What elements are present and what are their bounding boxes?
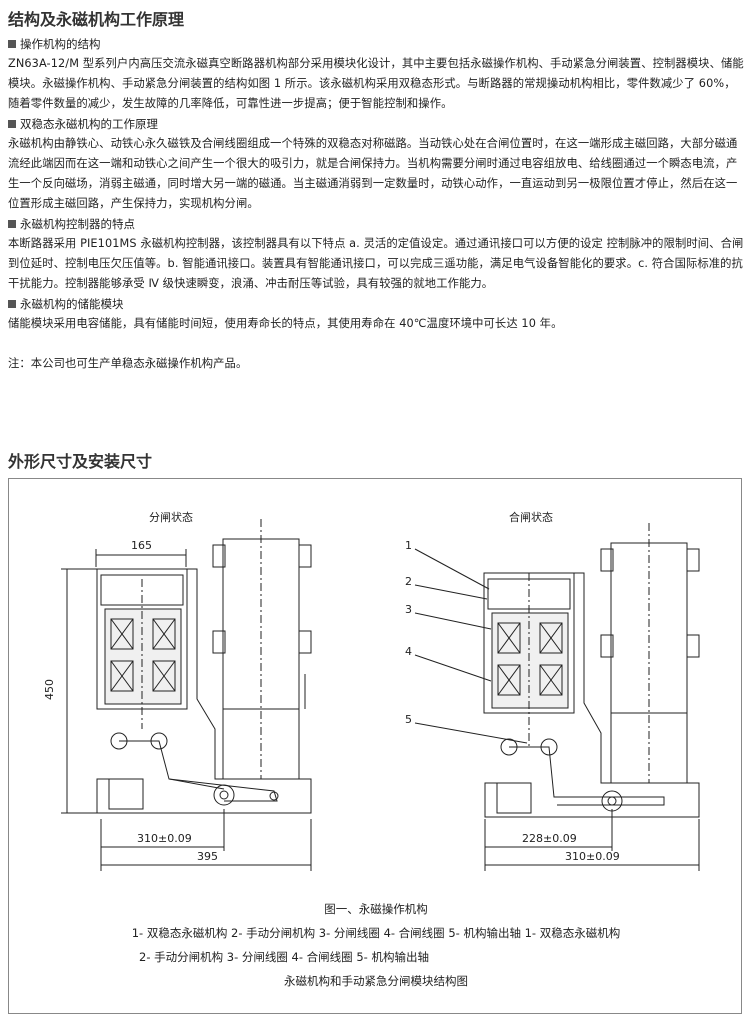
dim-165: 165 — [131, 539, 152, 552]
paragraph-structure: ZN63A-12/M 型系列户内高压交流永磁真空断路器机构部分采用模块化设计，其… — [8, 57, 744, 110]
callout-5: 5 — [405, 713, 412, 726]
dim-310-left: 310±0.09 — [137, 832, 192, 845]
closed-state-title: 合闸状态 — [509, 511, 553, 524]
subheading-principle: 双稳态永磁机构的工作原理 — [8, 114, 744, 134]
dim-310-right: 310±0.09 — [565, 850, 620, 863]
dimension-figure: 分闸状态 合闸状态 165 450 310±0.09 395 228±0.09 … — [8, 478, 742, 1014]
figure-caption-line1: 1- 双稳态永磁机构 2- 手动分闸机构 3- 分闸线圈 4- 合闸线圈 5- … — [131, 926, 621, 940]
figure-caption-title: 图一、永磁操作机构 — [324, 902, 428, 916]
square-bullet-icon — [8, 300, 16, 308]
callout-1: 1 — [405, 539, 412, 552]
callout-3: 3 — [405, 603, 412, 616]
dim-395: 395 — [197, 850, 218, 863]
square-bullet-icon — [8, 40, 16, 48]
paragraph-controller: 本断路器采用 PIE101MS 永磁机构控制器，该控制器具有以下特点 a. 灵活… — [8, 237, 744, 290]
section-title-structure: 结构及永磁机构工作原理 — [8, 10, 185, 29]
figure-caption-line2: 2- 手动分闸机构 3- 分闸线圈 4- 合闸线圈 5- 机构输出轴 — [139, 950, 429, 964]
note: 注：本公司也可生产单稳态永磁操作机构产品。 — [8, 357, 248, 370]
section-body: 操作机构的结构 ZN63A-12/M 型系列户内高压交流永磁真空断路器机构部分采… — [8, 34, 744, 374]
square-bullet-icon — [8, 120, 16, 128]
section-title-dimensions: 外形尺寸及安装尺寸 — [8, 452, 153, 471]
mechanism-drawing — [61, 519, 700, 871]
callout-4: 4 — [405, 645, 412, 658]
paragraph-storage: 储能模块采用电容储能，具有储能时间短，使用寿命长的特点，其使用寿命在 40℃温度… — [8, 317, 563, 330]
paragraph-principle: 永磁机构由静铁心、动铁心永久磁铁及合闸线圈组成一个特殊的双稳态对称磁路。当动铁心… — [8, 137, 738, 210]
dim-228: 228±0.09 — [522, 832, 577, 845]
dim-450: 450 — [43, 679, 56, 700]
subheading-structure: 操作机构的结构 — [8, 34, 744, 54]
figure-caption-line3: 永磁机构和手动紧急分闸模块结构图 — [284, 974, 468, 988]
open-state-title: 分闸状态 — [149, 511, 193, 524]
callout-2: 2 — [405, 575, 412, 588]
subheading-controller: 永磁机构控制器的特点 — [8, 214, 744, 234]
square-bullet-icon — [8, 220, 16, 228]
subheading-storage: 永磁机构的储能模块 — [8, 294, 744, 314]
